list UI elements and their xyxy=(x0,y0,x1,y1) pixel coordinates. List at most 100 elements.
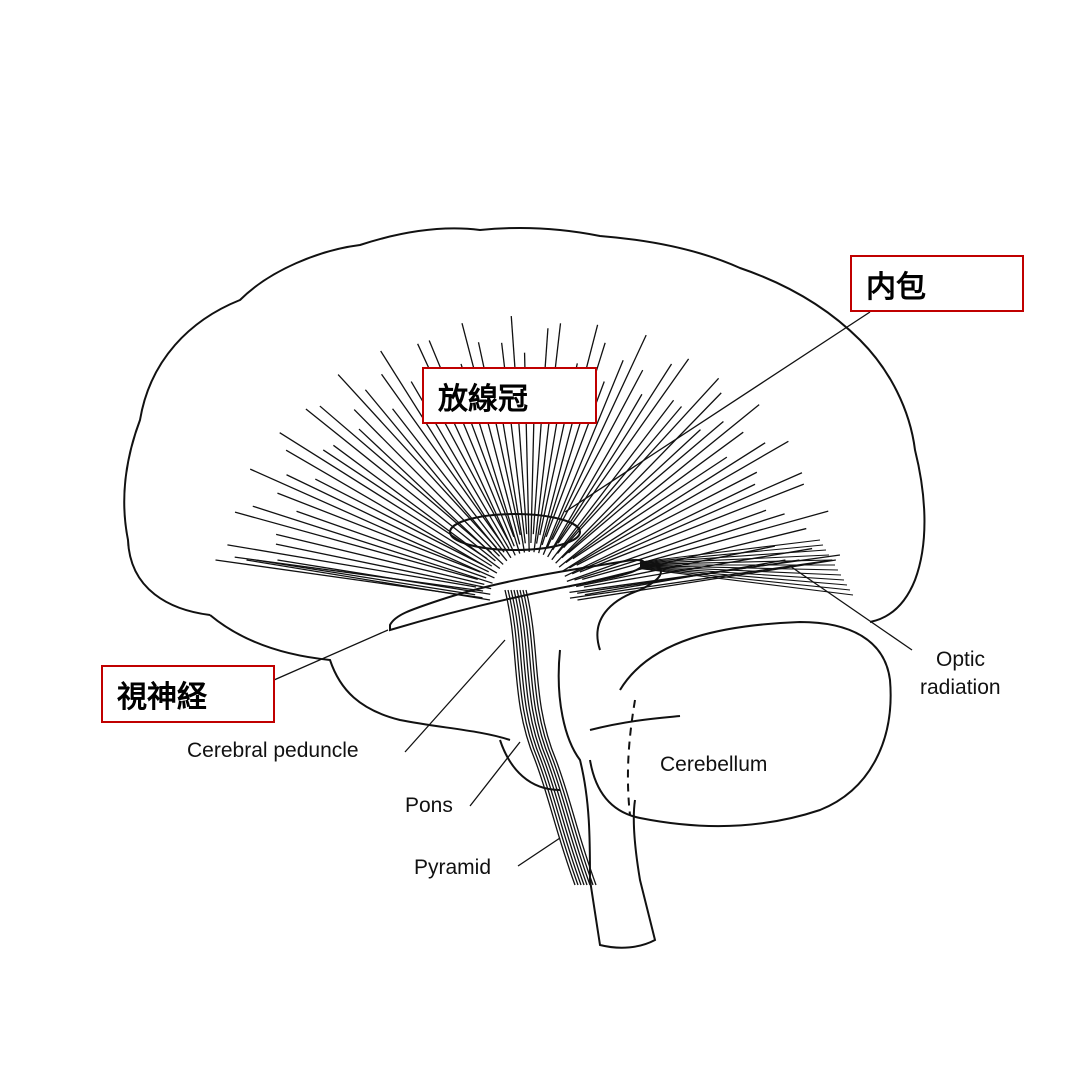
label-cerebral-peduncle: Cerebral peduncle xyxy=(187,739,359,762)
fiber-line xyxy=(577,559,836,601)
tract-fiber xyxy=(507,589,579,886)
fiber-line xyxy=(215,559,483,599)
fiber-line xyxy=(557,358,690,544)
fiber-line xyxy=(564,483,756,577)
optic-fiber-line xyxy=(639,565,839,571)
optic-fiber-line xyxy=(639,567,851,591)
optic-fiber-line xyxy=(639,565,842,576)
fiber-line xyxy=(255,559,476,596)
fiber-line xyxy=(364,389,508,562)
fiber-line xyxy=(305,408,496,562)
temporal-lobe-outline xyxy=(209,614,511,741)
label-corona-radiata: 放線冠 xyxy=(422,367,597,424)
fiber-line xyxy=(582,510,829,580)
fiber-line xyxy=(249,468,495,579)
cerebellum-fissure xyxy=(626,699,636,816)
fiber-line xyxy=(546,334,647,548)
optic-fiber-line xyxy=(639,559,833,565)
fiber-line xyxy=(552,363,673,551)
fiber-line xyxy=(542,359,624,555)
leader-internal-capsule xyxy=(564,311,871,513)
fiber-line xyxy=(579,483,805,573)
fiber-line xyxy=(275,533,485,585)
label-internal-capsule: 内包 xyxy=(850,255,1024,312)
label-radiation: radiation xyxy=(920,676,1001,699)
optic-fiber-line xyxy=(639,566,845,581)
fiber-line xyxy=(319,405,492,554)
fiber-line xyxy=(555,392,722,564)
fiber-line xyxy=(337,374,497,549)
fiber-line xyxy=(563,377,720,549)
fiber-line xyxy=(572,456,728,560)
fiber-line xyxy=(533,323,562,553)
label-cerebellum: Cerebellum xyxy=(660,753,768,776)
leader-lines xyxy=(273,311,913,867)
optic-fiber-line xyxy=(639,568,854,596)
fiber-line xyxy=(574,513,785,581)
cerebellum-outline xyxy=(589,620,892,828)
fiber-line xyxy=(532,328,549,535)
tract-fiber xyxy=(516,589,588,886)
optic-radiation-fibers xyxy=(639,539,854,596)
tract-fiber xyxy=(504,589,576,886)
pyramidal-tract-fibers xyxy=(504,589,597,886)
fiber-line xyxy=(569,559,833,599)
optic-fiber-line xyxy=(639,544,824,564)
fiber-line xyxy=(322,449,488,560)
fiber-line xyxy=(571,472,803,575)
fiber-line xyxy=(461,323,521,545)
label-optic-nerve: 視神経 xyxy=(101,665,275,723)
tract-fiber xyxy=(525,589,597,886)
fiber-line xyxy=(285,449,498,574)
fiber-line xyxy=(353,409,501,557)
fiber-line xyxy=(380,350,512,559)
cerebellum-line xyxy=(589,715,681,731)
leader-optic-nerve xyxy=(273,629,389,681)
tract-fiber xyxy=(519,589,591,886)
fiber-line xyxy=(279,432,493,567)
optic-fiber-line xyxy=(639,549,827,564)
fiber-line xyxy=(277,492,481,573)
fiber-line xyxy=(584,559,786,596)
leader-optic-radiation xyxy=(789,565,913,651)
cerebrum-outline xyxy=(123,227,926,623)
label-pyramid: Pyramid xyxy=(414,856,492,879)
fiber-line xyxy=(234,511,478,580)
fiber-line xyxy=(333,444,501,570)
fiber-line xyxy=(561,442,766,573)
fiber-line xyxy=(547,393,643,558)
optic-fiber-line xyxy=(639,554,830,565)
fiber-line xyxy=(252,505,493,584)
fiber-line xyxy=(234,556,484,592)
fiber-line xyxy=(286,474,489,573)
fiber-line xyxy=(566,509,767,583)
fiber-line xyxy=(358,428,504,565)
tract-fiber xyxy=(513,589,585,886)
fiber-line xyxy=(315,478,484,566)
leader-pyramid xyxy=(517,837,561,867)
fiber-line xyxy=(558,404,760,568)
leader-pons xyxy=(469,741,521,807)
fiber-line xyxy=(392,408,505,553)
fiber-line xyxy=(561,429,701,559)
fiber-line xyxy=(576,471,758,566)
optic-fiber-line xyxy=(639,539,821,563)
tract-fiber xyxy=(510,589,582,886)
label-pons: Pons xyxy=(405,794,453,817)
fiber-line xyxy=(568,440,789,569)
fiber-line xyxy=(296,510,487,579)
fiber-line xyxy=(538,324,599,554)
fiber-line xyxy=(227,544,477,588)
fiber-line xyxy=(510,316,528,535)
fiber-line xyxy=(556,406,683,554)
corona-radiata-fibers xyxy=(215,316,841,601)
fiber-line xyxy=(275,543,492,590)
fiber-line xyxy=(380,373,503,544)
label-optic: Optic xyxy=(936,648,986,671)
fiber-line xyxy=(551,369,644,540)
brainstem-outline xyxy=(557,649,657,949)
leader-cerebral-peduncle xyxy=(404,639,506,753)
fiber-line xyxy=(583,547,813,588)
fiber-line xyxy=(568,420,724,554)
